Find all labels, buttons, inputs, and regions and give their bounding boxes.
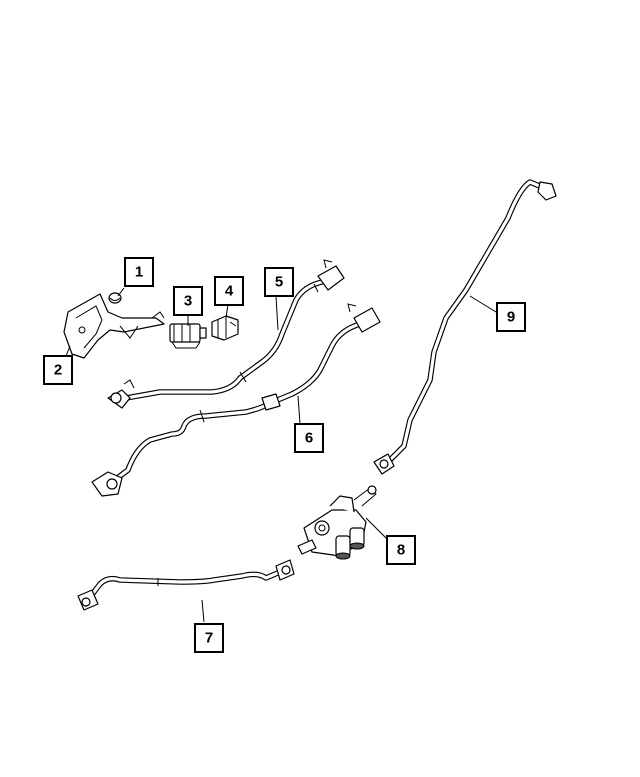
callout-4: 4 (214, 276, 244, 306)
callout-7: 7 (194, 623, 224, 653)
callout-8: 8 (386, 535, 416, 565)
part-3-clip (169, 323, 207, 349)
part-4-clip (211, 315, 239, 341)
callout-8-label: 8 (397, 542, 405, 559)
callout-1-label: 1 (135, 264, 143, 281)
callout-2-label: 2 (54, 362, 62, 379)
part-7-hose (77, 559, 295, 611)
callout-3-label: 3 (184, 293, 192, 310)
callout-3: 3 (173, 286, 203, 316)
callout-6: 6 (294, 423, 324, 453)
part-8-valve-assembly (297, 485, 377, 560)
part-9-tube (373, 179, 557, 475)
callout-4-label: 4 (225, 283, 234, 300)
leader-lines (65, 287, 497, 623)
callout-6-label: 6 (305, 430, 313, 447)
callout-9-label: 9 (507, 309, 515, 326)
part-2-bracket (63, 293, 165, 359)
part-5-hose (107, 259, 345, 409)
callout-1: 1 (124, 257, 154, 287)
callout-7-label: 7 (205, 630, 213, 647)
part-6-hose (91, 303, 381, 497)
callout-9: 9 (496, 302, 526, 332)
callout-5: 5 (264, 267, 294, 297)
callout-5-label: 5 (275, 274, 283, 291)
callout-2: 2 (43, 355, 73, 385)
